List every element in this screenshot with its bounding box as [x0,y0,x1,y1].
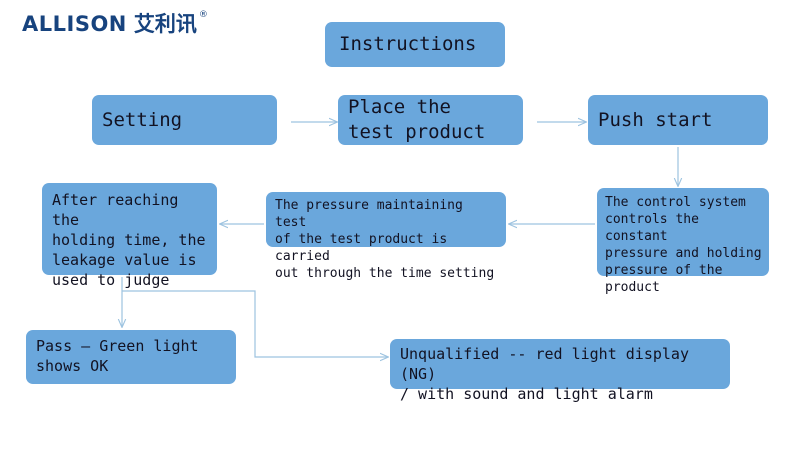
node-unqualified-red-light[interactable]: Unqualified -- red light display (NG) / … [390,339,730,403]
node-setting-label: Setting [102,108,183,131]
node-instructions-label: Instructions [339,33,477,55]
brand-name-cn: 艾利讯 [133,12,197,36]
node-pass-green-light[interactable]: Pass – Green light shows OK [26,330,236,384]
node-control-system-label: The control system controls the constant… [605,195,762,295]
node-pressure-maintaining-test-label: The pressure maintaining test of the tes… [275,198,495,281]
node-after-holding-time[interactable]: After reaching the holding time, the lea… [42,183,217,289]
node-push-start[interactable]: Push start [588,95,768,145]
registered-trademark-icon: ® [198,10,208,20]
node-place-test-product[interactable]: Place the test product [338,95,523,145]
node-after-holding-time-label: After reaching the holding time, the lea… [52,191,206,289]
node-instructions[interactable]: Instructions [325,22,505,67]
node-push-start-label: Push start [598,108,713,131]
brand-logo: ALLISON 艾利讯 ® [22,10,208,36]
brand-name-en: ALLISON [22,12,127,36]
node-pressure-maintaining-test[interactable]: The pressure maintaining test of the tes… [266,192,506,281]
node-unqualified-red-light-label: Unqualified -- red light display (NG) / … [400,345,689,403]
node-pass-green-light-label: Pass – Green light shows OK [36,337,199,375]
node-place-test-product-label: Place the test product [348,96,486,143]
node-control-system[interactable]: The control system controls the constant… [597,188,769,295]
node-setting[interactable]: Setting [92,95,277,145]
